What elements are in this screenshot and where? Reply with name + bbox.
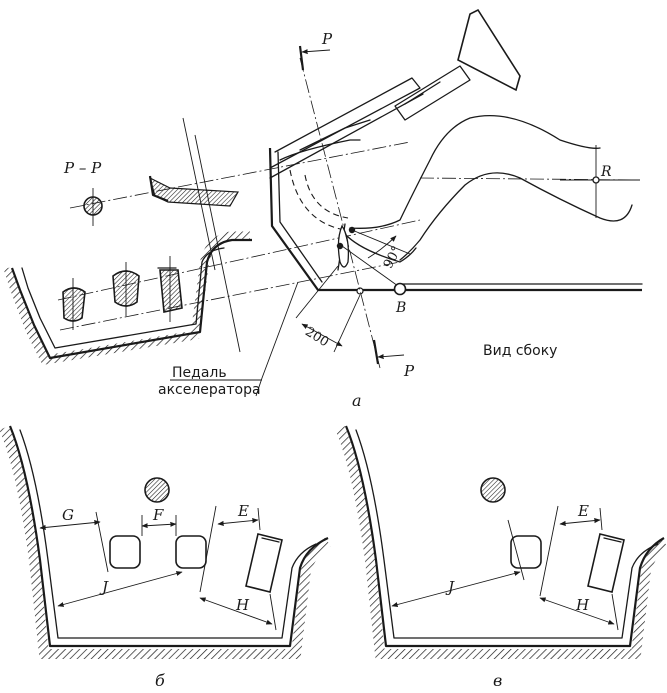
- steering-shaft-v: [480, 477, 506, 503]
- caption-a: a: [352, 391, 362, 410]
- pedal-label-line2: акселератора: [158, 382, 261, 398]
- plan-view-v: E J H в: [335, 425, 667, 690]
- pedal-pad-clutch: [62, 278, 86, 330]
- pedal-label-line1: Педаль: [172, 365, 227, 381]
- section-p-bottom: P: [403, 362, 415, 380]
- pedal-clutch-b: [109, 535, 141, 569]
- pedal-pad-brake: [112, 262, 140, 316]
- pedal-brake-b: [175, 535, 207, 569]
- dimension-200: 200: [295, 265, 361, 353]
- section-p-top: P: [321, 30, 333, 48]
- floor-well: [3, 231, 252, 365]
- pedal-pads: [62, 256, 183, 330]
- dim-e-v: E: [577, 502, 589, 520]
- point-b: [393, 282, 407, 296]
- accelerator-pedal-lever: [336, 223, 356, 271]
- dim-j-v: J: [445, 578, 455, 596]
- dim-j-b: J: [99, 578, 109, 596]
- caption-v: в: [493, 671, 502, 690]
- section-pp-marker: [83, 188, 103, 226]
- caption-b: б: [155, 671, 165, 690]
- angle-90-label: 90°: [381, 244, 405, 271]
- dim-h-v: H: [575, 596, 590, 614]
- pedal-pad-accelerator: [157, 256, 183, 322]
- section-line-pp: P P: [298, 30, 415, 380]
- dim-e-b: E: [237, 502, 249, 520]
- dim-200-label: 200: [302, 324, 331, 350]
- section-pp-title: P – P: [63, 159, 102, 177]
- pedal-brake-v: [510, 535, 542, 569]
- dim-h-b: H: [235, 596, 250, 614]
- steering-wheel: [457, 8, 521, 92]
- steering-column: [269, 8, 521, 179]
- dim-f: F: [152, 506, 164, 524]
- pedal-accel-v: [587, 533, 625, 593]
- side-view-label: Вид сбоку: [483, 343, 557, 359]
- point-r-label: R: [600, 164, 612, 180]
- driver-leg: [349, 115, 633, 261]
- side-view-panel: 90° B R P P 200: [3, 8, 643, 410]
- steering-shaft-b: [144, 477, 170, 503]
- pedal-accel-b: [245, 533, 283, 593]
- firewall: [268, 147, 400, 292]
- point-r: R: [560, 145, 640, 218]
- point-b-label: B: [395, 300, 406, 316]
- dash-lip: [149, 176, 240, 207]
- dim-g: G: [62, 506, 74, 524]
- plan-view-b: G F E J H б: [0, 425, 331, 690]
